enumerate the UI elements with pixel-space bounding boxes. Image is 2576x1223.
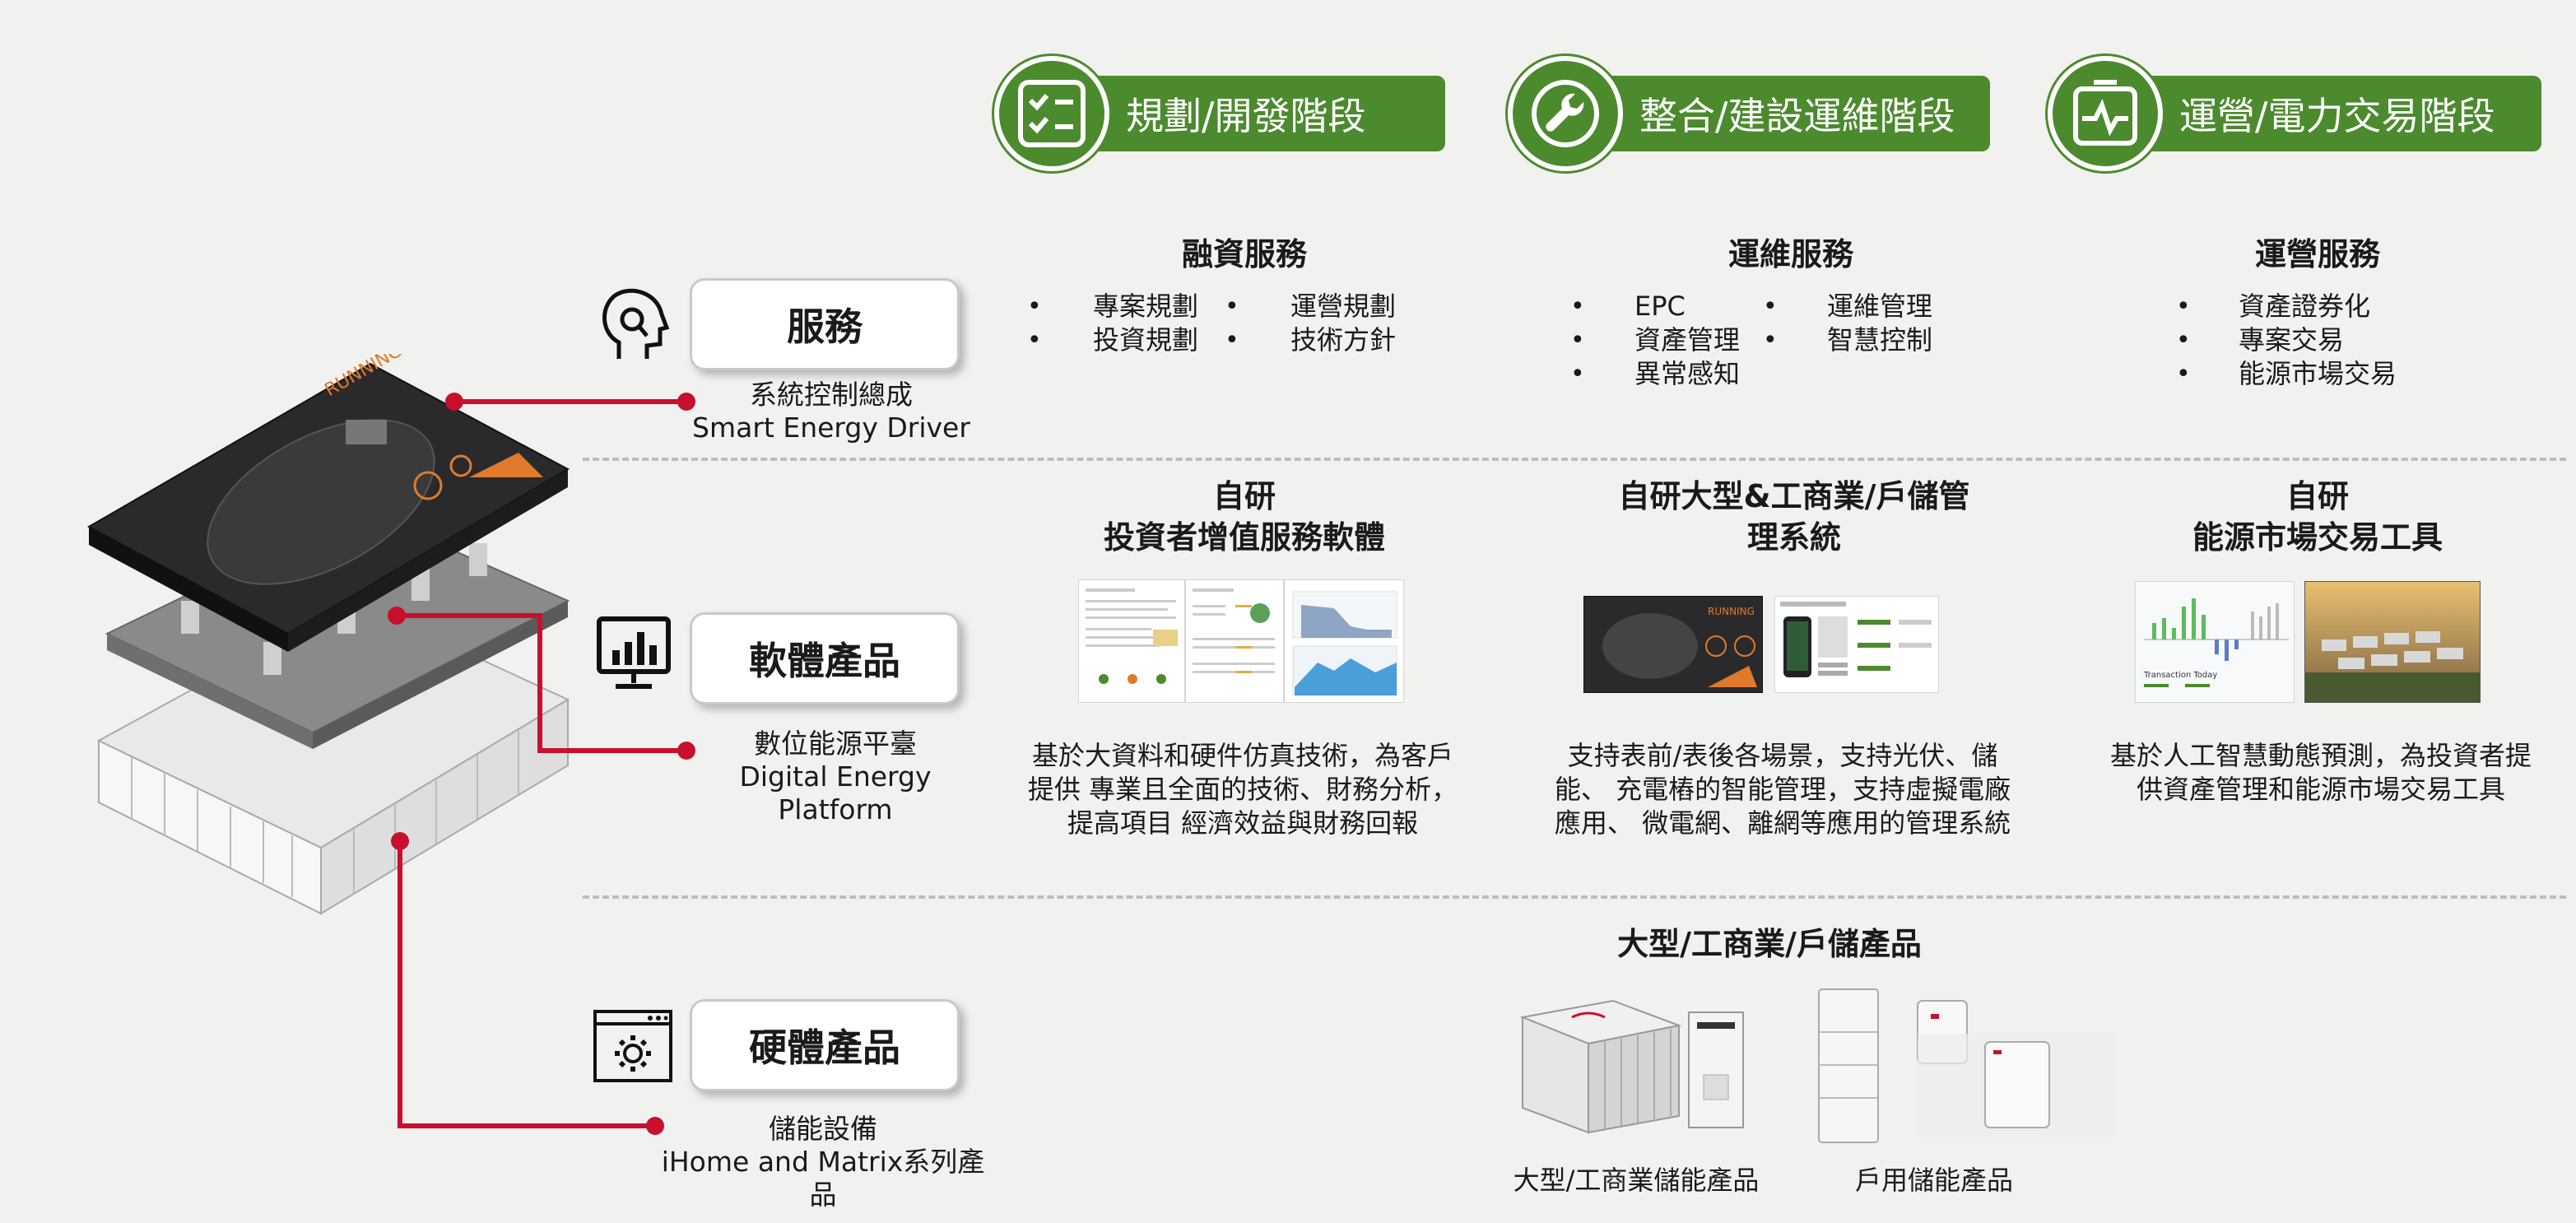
maintenance-item-5: 智慧控制 [1827,324,1933,356]
maintenance-list-right: •運維管理 •智慧控制 [1763,291,1933,356]
hardware-caption-home: 戶用儲能產品 [1854,1165,2013,1196]
software-sub-en2: Platform [778,793,893,825]
category-services-box: 服務 [690,278,960,370]
investor-chart-thumbnail [1284,579,1404,703]
investor-desc-line3: 提高項目 經濟效益與財務回報 [1067,807,1419,839]
stage-operation: 運營/電力交易階段 [2048,56,2541,171]
investor-title-line2: 投資者增值服務軟體 [1103,519,1385,556]
divider-services [583,458,2566,461]
stage-operation-label: 運營/電力交易階段 [2130,76,2541,151]
hardware-products-illustration [1519,988,2115,1143]
trading-desc-line2: 供資產管理和能源市場交易工具 [2136,774,2505,805]
battery-farm-photo [2304,581,2481,703]
stage-planning: 規劃/開發階段 [994,56,1445,171]
hardware-caption-large: 大型/工商業儲能產品 [1513,1165,1760,1196]
hardware-sub-en2: 品 [809,1179,837,1211]
operation-item-1: 資產證券化 [2239,291,2371,322]
financing-item-3: 運營規劃 [1290,291,1397,322]
stage-construction-label: 整合/建設運維階段 [1590,76,1990,151]
service-title-financing: 融資服務 [1181,236,1307,272]
divider-software [583,895,2566,899]
software-title-storage: 自研大型&工商業/戶儲管 理系統 [1572,476,2016,558]
maintenance-item-1: EPC [1634,291,1686,322]
consultant-head-icon [602,288,670,359]
trading-title-line2: 能源市場交易工具 [2192,519,2443,556]
trading-desc-line1: 基於人工智慧動態預測，為投資者提 [2109,740,2532,771]
maintenance-list-left: •EPC •資產管理 •異常感知 [1570,291,1741,389]
software-title-investor: 自研 投資者增值服務軟體 [1039,476,1450,558]
wrench-icon [1508,56,1623,171]
service-title-maintenance: 運維服務 [1727,236,1853,272]
maintenance-item-2: 資產管理 [1634,324,1741,356]
storage-title-line1: 自研大型&工商業/戶儲管 [1618,478,1970,514]
category-hardware-label: 硬體產品 [749,1025,900,1070]
services-sub-zh: 系統控制總成 [750,379,913,411]
software-sub-zh: 數位能源平臺 [754,728,917,760]
energy-station-illustration: RUNNING [86,354,570,915]
category-hardware-box: 硬體產品 [690,999,960,1091]
category-services-label: 服務 [787,305,863,349]
category-software-box: 軟體產品 [690,612,960,705]
stage-planning-label: 規劃/開發階段 [1076,76,1445,151]
hardware-section-title: 大型/工商業/戶儲產品 [1617,926,1922,962]
activity-monitor-icon [2048,56,2163,171]
checklist-icon [994,56,1109,171]
monitor-chart-icon [597,616,671,689]
financing-item-1: 專案規劃 [1093,291,1199,322]
category-software-subtitle: 數位能源平臺 Digital Energy Platform [683,728,988,826]
operation-item-2: 專案交易 [2239,324,2345,356]
investor-report-thumbnail-1 [1078,579,1185,703]
operation-list: •資產證券化 •專案交易 •能源市場交易 [2176,291,2397,389]
service-title-operation: 運營服務 [2254,236,2380,272]
maintenance-item-3: 異常感知 [1634,358,1741,389]
trading-description: 基於人工智慧動態預測，為投資者提 供資產管理和能源市場交易工具 [2082,739,2560,807]
category-services-subtitle: 系統控制總成 Smart Energy Driver [683,379,979,444]
category-hardware-subtitle: 儲能設備 iHome and Matrix系列產 品 [650,1113,996,1211]
investor-title-line1: 自研 [1212,478,1276,514]
gear-window-icon [593,1010,672,1082]
services-sub-en: Smart Energy Driver [692,412,970,444]
investor-description: 基於大資料和硬件仿真技術，為客戶 提供 專業且全面的技術、財務分析， 提高項目 … [1004,739,1481,840]
category-software-label: 軟體產品 [749,639,900,683]
storage-title-line2: 理系統 [1746,519,1841,556]
software-sub-en1: Digital Energy [739,760,932,793]
investor-report-thumbnail-2 [1185,579,1284,703]
hardware-sub-zh: 儲能設備 [769,1113,877,1145]
investor-desc-line1: 基於大資料和硬件仿真技術，為客戶 [1031,740,1453,771]
trading-chart-thumbnail: Transaction Today [2135,581,2295,703]
trading-title-line1: 自研 [2285,478,2349,514]
storage-desc-line3: 應用、 微電網、離網等應用的管理系統 [1554,807,2011,839]
financing-list-right: •運營規劃 •技術方針 [1225,291,1397,356]
hardware-sub-en1: iHome and Matrix系列產 [661,1146,985,1178]
maintenance-item-4: 運維管理 [1827,291,1933,322]
software-title-trading: 自研 能源市場交易工具 [2153,476,2482,558]
operation-item-3: 能源市場交易 [2239,358,2397,389]
dashboard-running-text: RUNNING [1708,606,1755,617]
storage-dashboard-thumbnail: RUNNING [1583,596,1763,693]
storage-desc-line1: 支持表前/表後各場景，支持光伏、儲 [1567,740,1998,771]
transaction-today-label: Transaction Today [2143,671,2217,680]
storage-desc-line2: 能、 充電樁的智能管理，支持虛擬電廠 [1554,774,2011,805]
financing-list-left: •專案規劃 •投資規劃 [1027,291,1199,356]
financing-item-4: 技術方針 [1290,324,1397,356]
financing-item-2: 投資規劃 [1093,324,1199,356]
storage-app-thumbnail [1774,596,1939,693]
investor-desc-line2: 提供 專業且全面的技術、財務分析， [1027,774,1458,805]
stage-construction: 整合/建設運維階段 [1508,56,1990,171]
storage-description: 支持表前/表後各場景，支持光伏、儲 能、 充電樁的智能管理，支持虛擬電廠 應用、… [1527,739,2038,840]
